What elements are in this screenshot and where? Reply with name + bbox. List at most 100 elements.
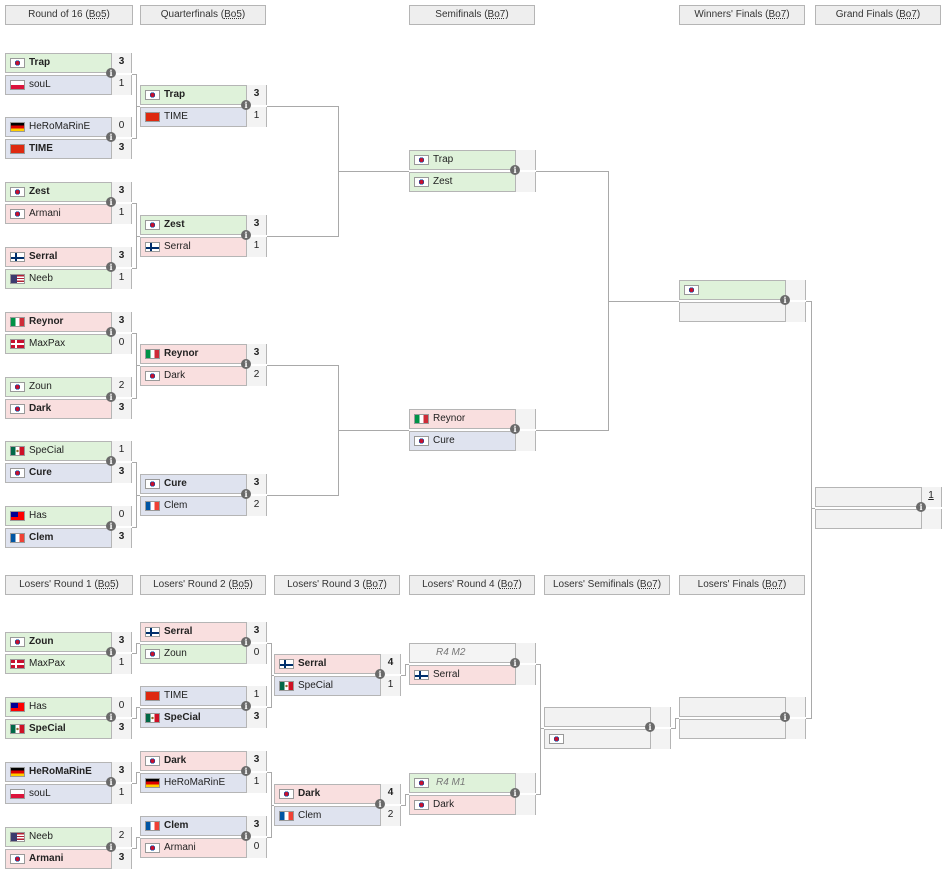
info-circle-icon[interactable]: i <box>241 831 251 841</box>
round-format-link[interactable]: Bo7 <box>365 579 384 590</box>
info-circle-icon[interactable]: i <box>106 456 116 466</box>
info-circle-icon[interactable]: i <box>241 701 251 711</box>
info-circle-icon[interactable]: i <box>106 392 116 402</box>
info-circle-icon[interactable]: i <box>510 658 520 668</box>
player-slot[interactable]: Cure <box>409 431 536 451</box>
info-circle-icon[interactable]: i <box>241 359 251 369</box>
round-format-link[interactable]: Bo7 <box>768 9 787 20</box>
info-circle-icon[interactable]: i <box>510 788 520 798</box>
player-slot[interactable] <box>544 729 671 749</box>
player-slot[interactable]: Dark <box>409 795 536 815</box>
round-format-link[interactable]: Bo7 <box>765 579 783 590</box>
player-slot[interactable] <box>815 509 942 529</box>
player-slot[interactable] <box>679 280 806 300</box>
info-circle-icon[interactable]: i <box>510 424 520 434</box>
round-format-link[interactable]: Bo7 <box>500 579 519 590</box>
info-circle-icon[interactable]: i <box>241 766 251 776</box>
round-format-link[interactable]: Bo5 <box>231 579 250 590</box>
info-circle-icon[interactable]: i <box>106 68 116 78</box>
info-circle-icon[interactable]: i <box>375 669 385 679</box>
player-slot[interactable] <box>679 719 806 739</box>
info-circle-icon[interactable]: i <box>645 722 655 732</box>
info-circle-icon[interactable]: i <box>780 295 790 305</box>
player-slot[interactable]: Zest <box>409 172 536 192</box>
info-circle-icon[interactable]: i <box>106 327 116 337</box>
info-circle-icon[interactable]: i <box>916 502 926 512</box>
player-slot[interactable] <box>679 697 806 717</box>
player-slot[interactable]: Trap <box>409 150 536 170</box>
info-circle-icon[interactable]: i <box>106 842 116 852</box>
round-format-link[interactable]: Bo5 <box>97 579 116 590</box>
player-slot[interactable]: 1 <box>815 487 942 507</box>
round-format-link[interactable]: Bo7 <box>639 579 658 590</box>
info-circle-icon[interactable]: i <box>241 100 251 110</box>
game-number-link[interactable]: 1 <box>928 490 934 501</box>
round-format-link[interactable]: Bo5 <box>88 9 107 20</box>
info-circle-icon[interactable]: i <box>106 197 116 207</box>
info-circle-icon[interactable]: i <box>106 647 116 657</box>
player-slot[interactable]: R4 M2 <box>409 643 536 663</box>
player-slot[interactable] <box>679 302 806 322</box>
player-slot[interactable]: Serral <box>409 665 536 685</box>
info-circle-icon[interactable]: i <box>241 637 251 647</box>
info-circle-icon[interactable]: i <box>241 489 251 499</box>
info-circle-icon[interactable]: i <box>106 132 116 142</box>
player-slot[interactable]: R4 M1 <box>409 773 536 793</box>
info-circle-icon[interactable]: i <box>375 799 385 809</box>
info-circle-icon[interactable]: i <box>780 712 790 722</box>
round-format-link[interactable]: Bo7 <box>899 9 917 20</box>
player-slot[interactable] <box>544 707 671 727</box>
info-circle-icon[interactable]: i <box>241 230 251 240</box>
round-format-link[interactable]: Bo7 <box>487 9 506 20</box>
info-circle-icon[interactable]: i <box>510 165 520 175</box>
info-circle-icon[interactable]: i <box>106 262 116 272</box>
info-circle-icon[interactable]: i <box>106 521 116 531</box>
info-circle-icon[interactable]: i <box>106 777 116 787</box>
info-circle-icon[interactable]: i <box>106 712 116 722</box>
round-format-link[interactable]: Bo5 <box>224 9 242 20</box>
